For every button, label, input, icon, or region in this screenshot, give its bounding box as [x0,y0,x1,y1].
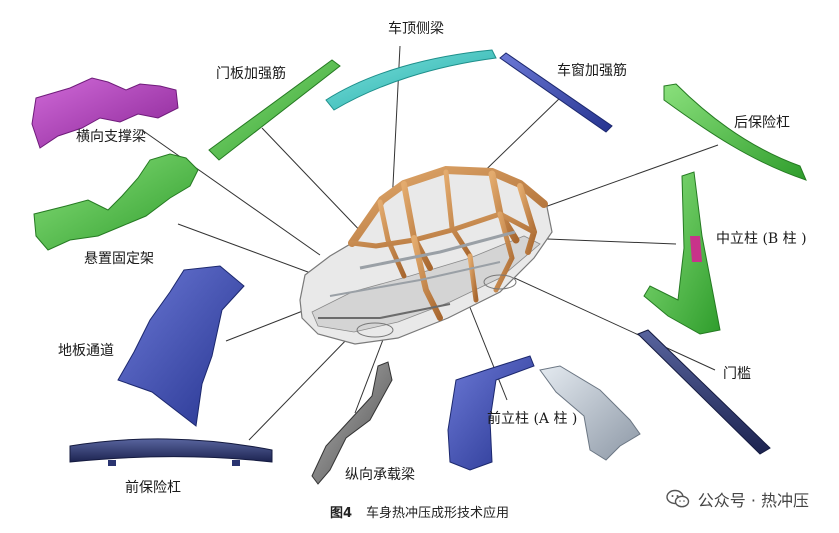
wechat-icon [666,489,689,508]
car-body-in-white [299,165,553,345]
a-pillar-inner-part [539,365,641,461]
leader-front-bumper [248,333,353,441]
label-rear-bumper: 后保险杠 [734,115,790,131]
label-longitudinal-beam: 纵向承载梁 [345,467,415,483]
label-window-reinforcement: 车窗加强筋 [557,63,627,79]
figure-number: 图4 [329,506,353,521]
label-suspension-bracket: 悬置固定架 [84,251,154,267]
leader-door-reinforcement [261,127,368,239]
leader-a-pillar [466,299,508,401]
label-a-pillar: 前立柱 (A 柱 ) [487,411,578,427]
leader-cross-member [141,129,321,256]
label-front-bumper: 前保险杠 [125,480,181,496]
rear-bumper-part [663,83,807,181]
figure-title: 车身热冲压成形技术应用 [366,506,510,521]
label-floor-tunnel: 地板通道 [58,343,114,359]
body-diagram [31,45,807,485]
a-pillar-part [447,355,535,471]
leader-door-sill [507,274,716,371]
floor-tunnel-part [117,265,245,427]
label-cross-member: 横向支撑梁 [76,129,146,145]
label-b-pillar: 中立柱 (B 柱 ) [716,231,807,247]
leader-rear-bumper [527,144,719,214]
suspension-bracket-part [33,153,199,251]
cross-member-part [31,77,179,149]
label-door-sill: 门槛 [723,366,751,382]
label-door-reinforcement: 门板加强筋 [216,66,286,82]
roof-side-rail-part [325,49,497,111]
door-sill-part [637,329,771,455]
label-roof-side-rail: 车顶侧梁 [388,21,444,37]
watermark: 公众号 · 热冲压 [666,487,809,511]
longitudinal-beam-part [311,361,393,485]
b-pillar-part [643,171,721,335]
leader-lines [141,45,719,441]
figure-caption: 图4 车身热冲压成形技术应用 [0,502,839,521]
window-reinforcement-part [499,52,613,133]
front-bumper-part [69,438,273,463]
watermark-text: 公众号 · 热冲压 [697,491,809,510]
door-reinforcement-part [208,59,341,161]
